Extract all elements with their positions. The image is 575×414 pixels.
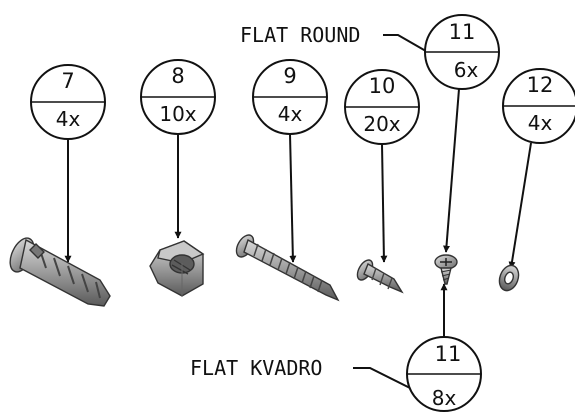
callout-11-bottom: 11 8x <box>406 336 482 412</box>
callout-7: 7 4x <box>30 64 106 140</box>
flat-kvadro-leader <box>353 367 419 393</box>
short-screw-icon <box>356 259 404 294</box>
callout-12: 12 4x <box>502 68 575 144</box>
callout-8: 8 10x <box>140 59 216 135</box>
callout-7-number: 7 <box>61 69 74 93</box>
callout-12-qty: 4x <box>528 111 553 135</box>
callout-12-number: 12 <box>527 73 554 97</box>
callout-9: 9 4x <box>252 59 328 135</box>
callout-10-leader <box>380 143 388 263</box>
callout-9-number: 9 <box>283 64 296 88</box>
callout-8-number: 8 <box>171 64 184 88</box>
callout-11-top: 11 6x <box>424 14 500 90</box>
callout-11-top-qty: 6x <box>454 58 479 82</box>
callout-11-top-leader <box>443 88 460 253</box>
callout-11-bottom-qty: 8x <box>432 386 457 410</box>
callout-11-top-number: 11 <box>449 20 476 44</box>
cross-head-screw-icon <box>434 254 458 285</box>
hex-nut-icon <box>149 240 205 297</box>
callout-9-leader <box>289 133 297 263</box>
callout-10-number: 10 <box>369 74 396 98</box>
wall-plug-icon <box>9 237 111 307</box>
washer-icon <box>498 264 520 292</box>
callout-10-qty: 20x <box>363 112 400 136</box>
callout-12-leader <box>508 142 532 269</box>
long-screw-icon <box>235 234 340 302</box>
callout-9-qty: 4x <box>278 102 303 126</box>
callout-8-qty: 10x <box>159 102 196 126</box>
callout-7-qty: 4x <box>56 107 81 131</box>
flat-kvadro-label: FLAT KVADRO <box>190 356 322 380</box>
callout-10: 10 20x <box>344 69 420 145</box>
flat-round-label: FLAT ROUND <box>240 23 360 47</box>
callout-11-bottom-number: 11 <box>435 342 462 366</box>
